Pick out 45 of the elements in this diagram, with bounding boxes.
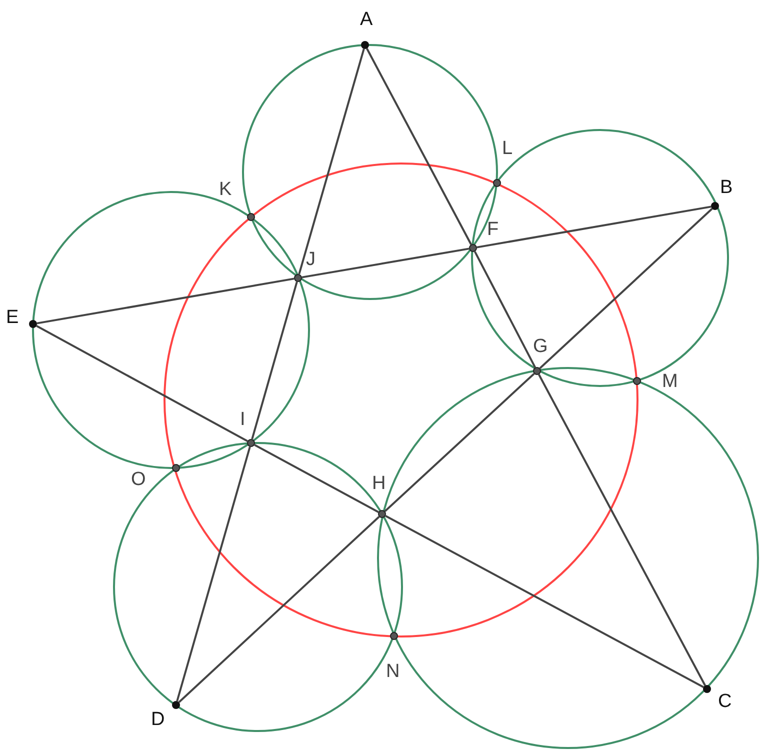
point-label: G [533,337,548,357]
point [247,439,255,447]
line-segment [538,374,706,686]
point [172,464,180,472]
point [703,685,711,693]
line-segment [36,278,294,324]
point [172,701,180,709]
line-segment [254,444,379,513]
point [361,41,369,49]
point-label: D [151,710,165,730]
line-segment [298,48,365,274]
point [533,367,541,375]
point [390,632,398,640]
point [633,377,641,385]
line-segment [178,516,380,704]
point-label: E [6,308,19,328]
point-label: J [306,250,316,270]
line-segment [384,372,535,512]
point [378,510,386,518]
point-label: B [720,178,733,198]
line-segment [302,248,470,278]
point [247,213,255,221]
line-segment [366,48,472,245]
point [711,202,719,210]
line-segment [251,282,298,440]
point-label: L [502,139,513,159]
point [493,179,501,187]
point [469,244,477,252]
point-label: K [219,180,232,200]
point-label: M [662,372,678,392]
line-segment [474,251,536,368]
point-label: A [360,10,373,30]
line-segment [385,515,704,688]
point-label: H [372,474,386,494]
point-label: N [386,662,400,682]
point-label: I [240,410,246,430]
line-segment [476,206,712,248]
point [29,320,37,328]
line-segment [176,446,251,702]
point-label: O [131,470,146,490]
point [294,274,302,282]
line-segment [36,325,248,442]
point-label: C [718,692,732,712]
point-label: F [487,220,499,240]
line-segment [539,208,713,370]
